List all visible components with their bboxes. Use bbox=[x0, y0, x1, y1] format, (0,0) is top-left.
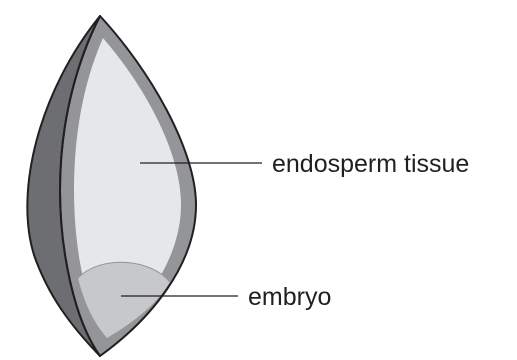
embryo-label: embryo bbox=[248, 283, 331, 311]
endosperm-label: endosperm tissue bbox=[272, 150, 469, 178]
